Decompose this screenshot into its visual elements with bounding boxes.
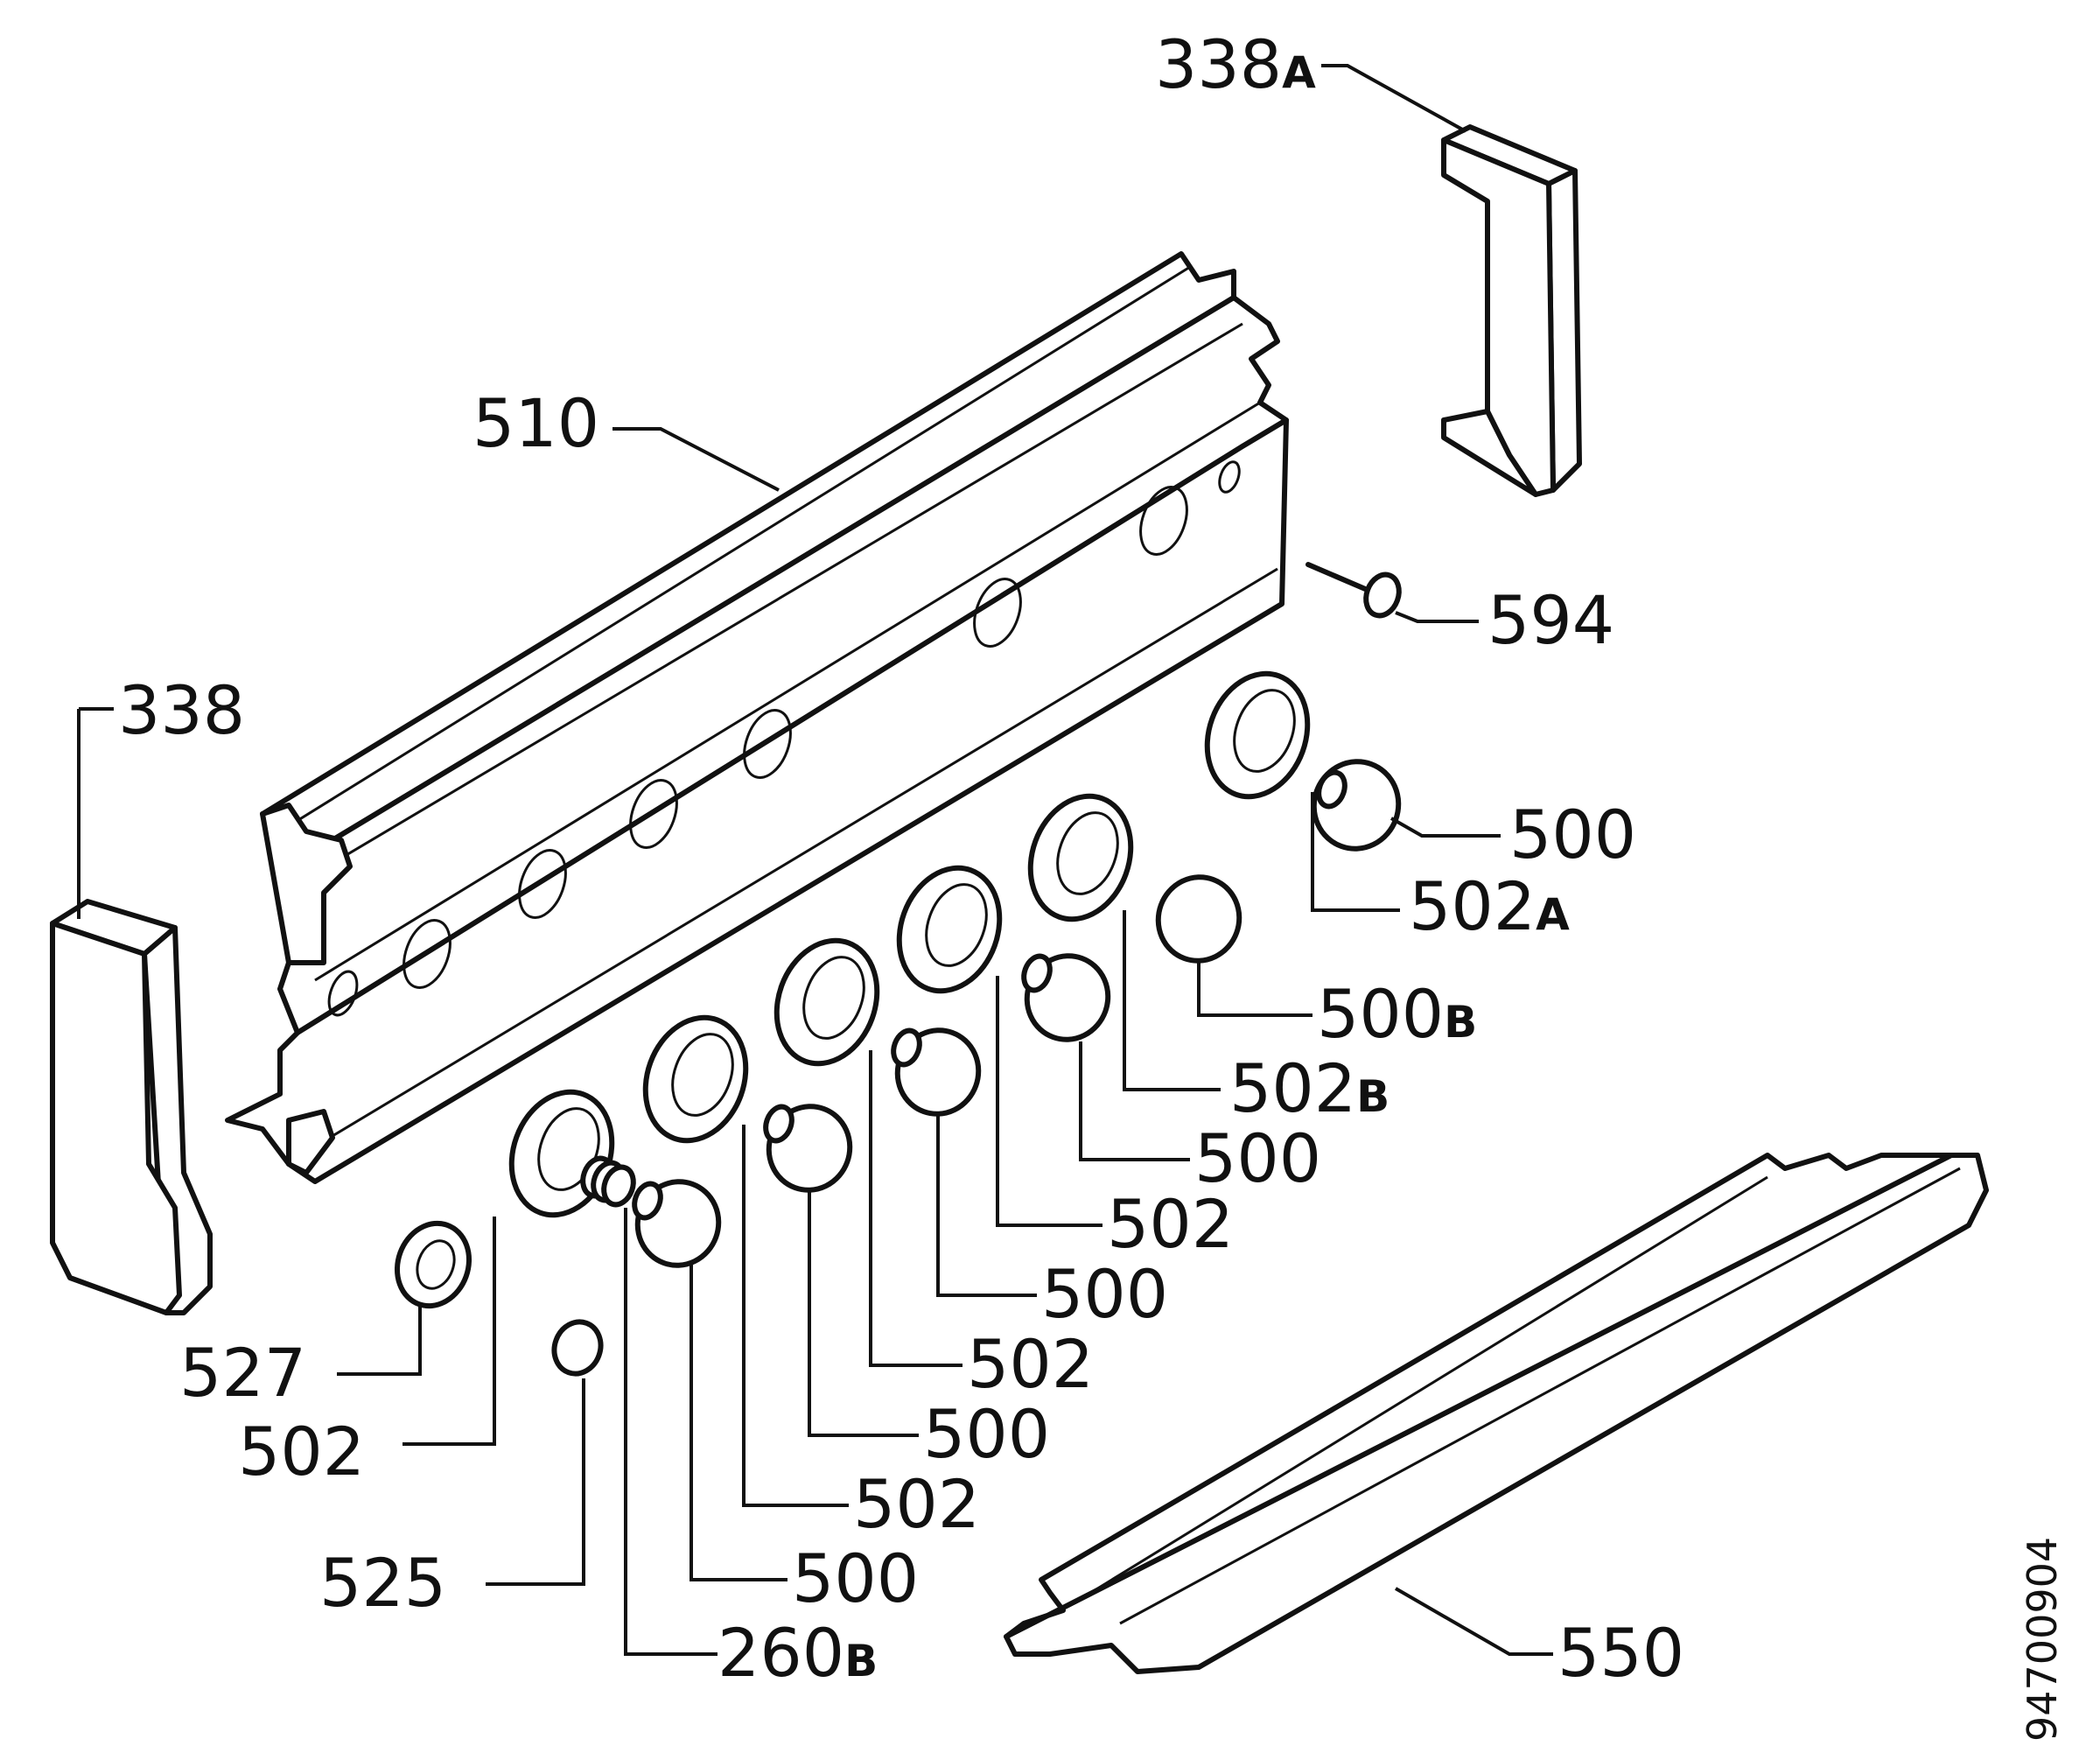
label-500b: 500B [1317,975,1477,1053]
part-510-control-rail [225,251,1289,1184]
part-527-washer [394,1220,472,1309]
part-500-knob-4 [763,1104,853,1193]
part-525-cap [551,1319,604,1377]
label-260b: 260B [718,1614,878,1692]
label-502b: 502B [1229,1049,1390,1127]
part-260b-spring [580,1155,636,1208]
part-500-knob-1 [1311,759,1402,852]
label-525: 525 [319,1544,446,1622]
part-500-knob-2 [1021,953,1111,1042]
leader-lines [77,64,1553,1656]
label-338: 338 [118,671,245,749]
part-502-bezel-2 [774,937,880,1067]
label-500-1: 500 [1509,796,1636,873]
part-502a-bezel [1204,670,1311,800]
label-502-2: 502 [967,1325,1094,1403]
part-502b-bezel [1027,793,1134,922]
label-500-2: 500 [1194,1119,1321,1197]
part-502-bezel-4 [508,1089,615,1218]
part-500-knob-5 [632,1179,722,1268]
part-500b-knob [1155,874,1242,964]
label-502-4: 502 [853,1465,980,1543]
part-500-knob-3 [891,1027,982,1117]
label-500-4: 500 [923,1395,1050,1473]
document-number: 94700904 [2019,1537,2066,1742]
part-502-bezel-3 [642,1014,749,1144]
label-502-1: 502 [1107,1185,1234,1263]
part-502-bezel-1 [896,865,1003,994]
label-510: 510 [472,384,599,462]
part-labels: 338A 510 594 338 500 502A 500B 502B 500 … [118,25,2066,1742]
label-594: 594 [1488,581,1614,659]
label-502a: 502A [1409,867,1570,945]
label-500-3: 500 [1041,1255,1168,1333]
part-338-end-cap [50,899,213,1315]
part-550-trim-strip [1004,1153,1989,1674]
label-502-3: 502 [238,1413,365,1490]
part-594-screw [1306,562,1402,619]
label-500-5: 500 [792,1539,919,1617]
label-527: 527 [179,1334,306,1412]
part-338a-end-bracket [1441,124,1582,497]
label-550: 550 [1558,1614,1684,1692]
label-338a: 338A [1155,25,1316,103]
